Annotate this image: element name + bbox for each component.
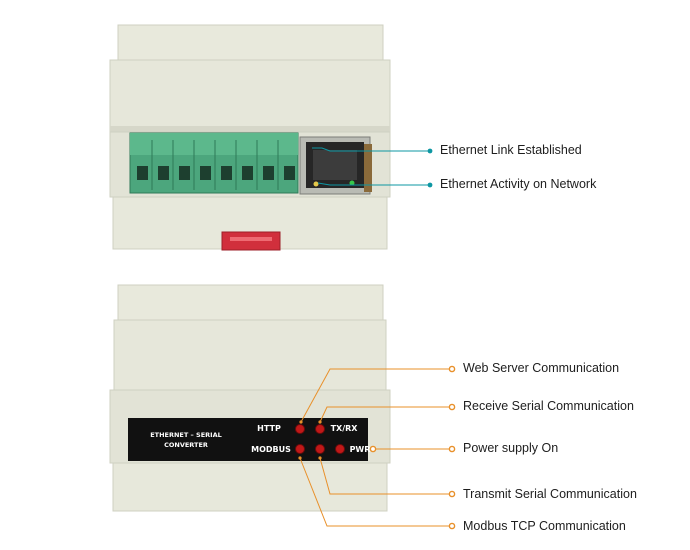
- led-http: [295, 424, 305, 434]
- orange-leaders: [298, 365, 456, 530]
- bottom-device-upper-body: [113, 319, 387, 396]
- terminal-screw: [158, 166, 169, 180]
- terminal-screw: [284, 166, 295, 180]
- led-label-pwr: PWR: [350, 445, 371, 454]
- callout-ethernet-activity: Ethernet Activity on Network: [440, 177, 597, 191]
- led-pwr: [335, 444, 345, 454]
- panel-text-line1: ETHERNET – SERIAL: [150, 431, 222, 439]
- callout-modbus-tcp: Modbus TCP Communication: [463, 519, 626, 533]
- terminal-screw: [221, 166, 232, 180]
- callout-web-server: Web Server Communication: [463, 361, 620, 375]
- led-label-modbus: MODBUS: [251, 445, 291, 454]
- activity-led: [349, 180, 355, 186]
- terminal-screw: [179, 166, 190, 180]
- top-device-upper-body: [109, 59, 391, 133]
- led-rx: [315, 424, 325, 434]
- bottom-device-base: [112, 462, 388, 512]
- terminal-block: [129, 132, 299, 194]
- teal-leaders: [312, 147, 433, 188]
- status-leds: [295, 424, 345, 454]
- terminal-screw: [263, 166, 274, 180]
- front-label-panel: [128, 418, 368, 461]
- led-label-http: HTTP: [257, 424, 281, 433]
- led-label-txrx: TX/RX: [331, 424, 359, 433]
- callout-receive-serial: Receive Serial Communication: [463, 399, 634, 413]
- top-device-cap: [117, 24, 384, 66]
- bottom-device-cap: [117, 284, 384, 326]
- terminal-screw: [137, 166, 148, 180]
- bottom-device: ETHERNET – SERIAL CONVERTER HTTP TX/RX M…: [109, 284, 456, 530]
- panel-text-line2: CONVERTER: [164, 441, 208, 449]
- callout-transmit-serial: Transmit Serial Communication: [463, 487, 637, 501]
- link-led: [313, 181, 319, 187]
- terminal-screw: [242, 166, 253, 180]
- led-tx: [315, 444, 325, 454]
- terminal-screw: [200, 166, 211, 180]
- top-device: [109, 24, 433, 251]
- led-modbus: [295, 444, 305, 454]
- callout-ethernet-link: Ethernet Link Established: [440, 143, 582, 157]
- callout-power-supply: Power supply On: [463, 441, 559, 455]
